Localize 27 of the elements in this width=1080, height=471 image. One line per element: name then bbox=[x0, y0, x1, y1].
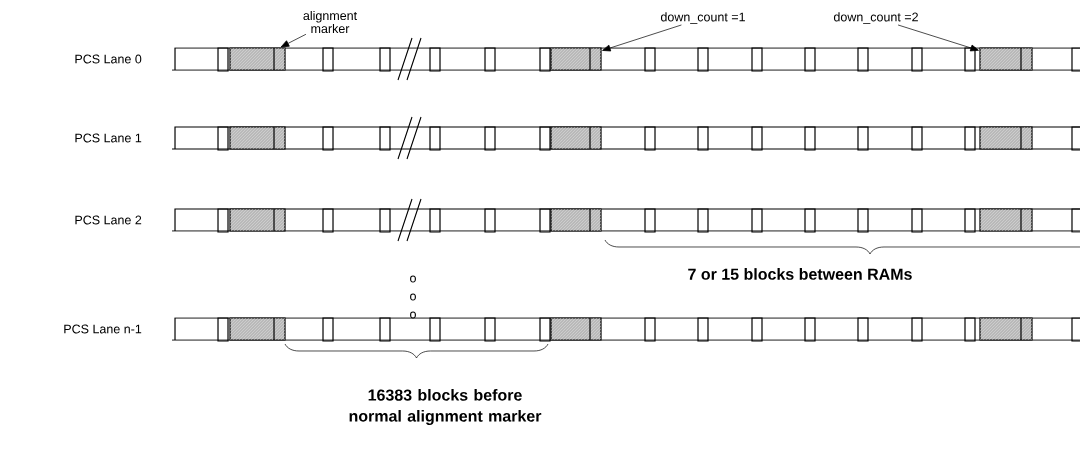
leader-arrow bbox=[602, 24, 682, 52]
leader-arrow bbox=[280, 33, 307, 48]
lane-label: PCS Lane 0 bbox=[75, 54, 142, 64]
lane-label: PCS Lane 2 bbox=[75, 215, 142, 225]
ellipsis-dot: o bbox=[410, 293, 416, 301]
alignment-marker-block bbox=[273, 208, 275, 232]
alignment-marker-block bbox=[589, 317, 591, 341]
leader-text: down_count =1 bbox=[660, 12, 745, 24]
alignment-marker-block bbox=[589, 47, 591, 71]
leader-arrow bbox=[897, 24, 979, 52]
lane-label: PCS Lane 1 bbox=[75, 133, 142, 143]
alignment-marker-block bbox=[1020, 126, 1022, 150]
ellipsis-dot: o bbox=[410, 275, 416, 283]
alignment-marker-block bbox=[273, 317, 275, 341]
lane-label: PCS Lane n-1 bbox=[64, 324, 142, 334]
brace-label: 16383 blocks before normal alignment marker bbox=[349, 389, 542, 425]
alignment-marker-block bbox=[1020, 208, 1022, 232]
leader-text: alignment marker bbox=[303, 10, 357, 34]
alignment-marker-block bbox=[589, 208, 591, 232]
alignment-marker-block bbox=[273, 126, 275, 150]
brace-label: 7 or 15 blocks between RAMs bbox=[688, 268, 912, 280]
alignment-marker-block bbox=[589, 126, 591, 150]
ellipsis-dot: o bbox=[410, 311, 416, 319]
alignment-marker-block bbox=[1020, 47, 1022, 71]
leader-text: down_count =2 bbox=[833, 12, 918, 24]
alignment-marker-block bbox=[273, 47, 275, 71]
alignment-marker-block bbox=[1020, 317, 1022, 341]
